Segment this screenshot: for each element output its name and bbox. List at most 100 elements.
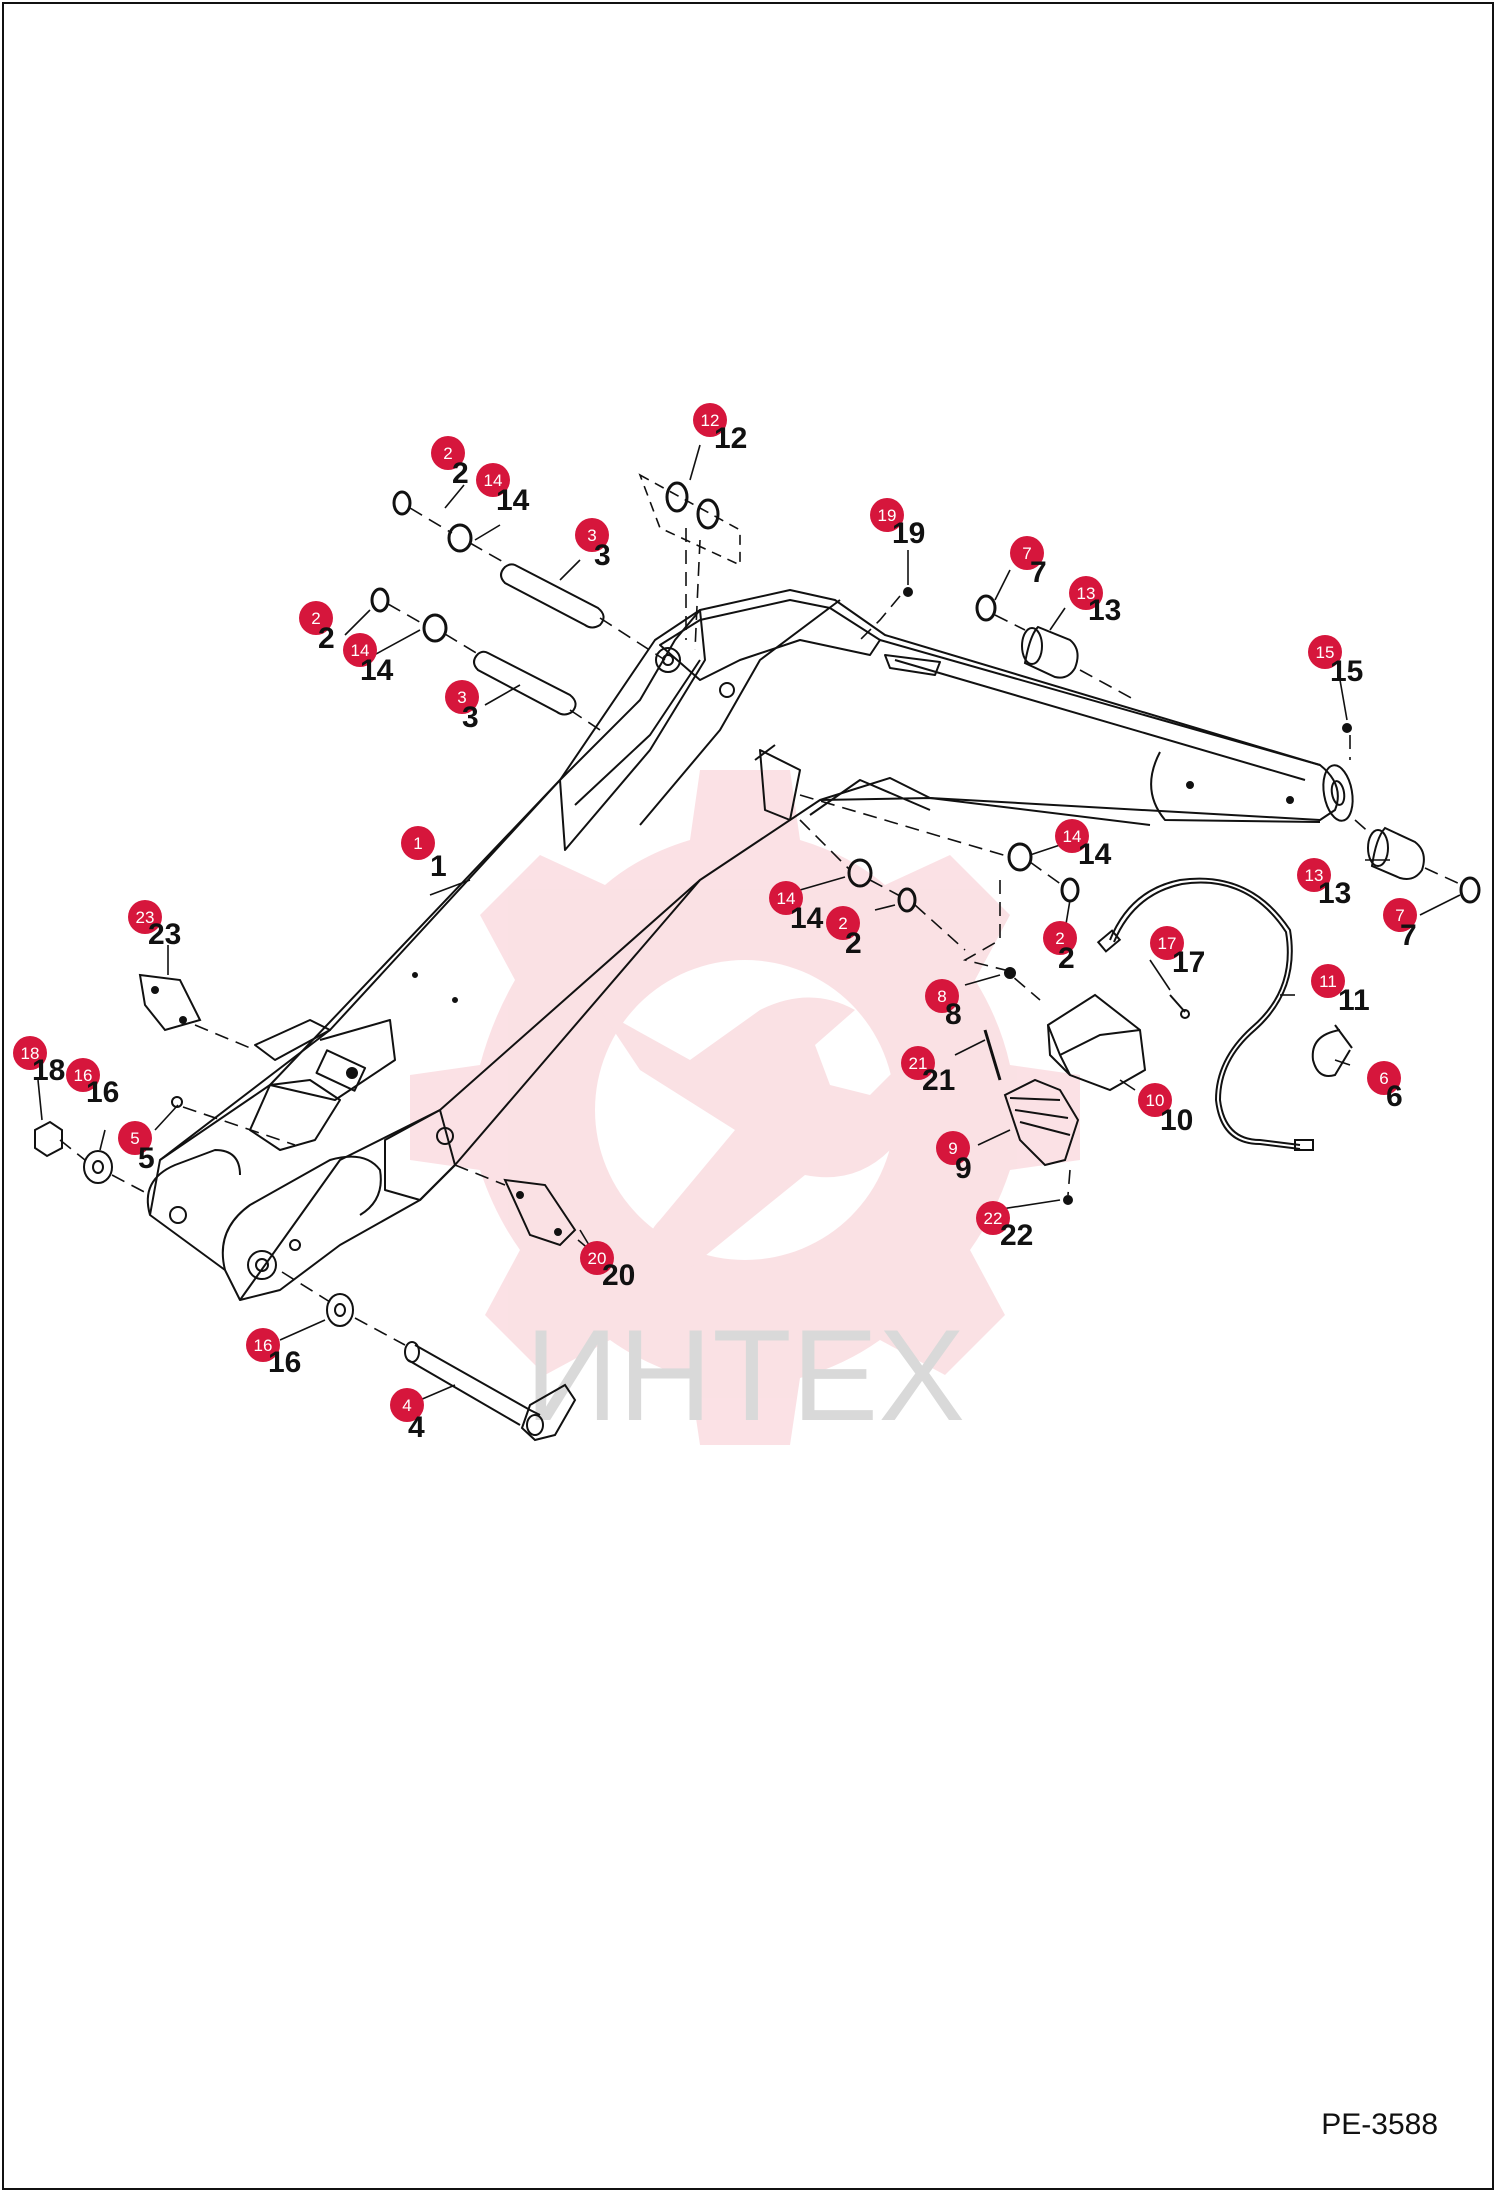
callout-badge-number: 19 (878, 506, 897, 525)
pin-3-upper (500, 563, 605, 629)
boom-arm (146, 589, 1354, 1301)
ring-2-upper-left (392, 490, 412, 516)
callout-badge-number: 14 (351, 641, 370, 660)
callout-number: 4 (408, 1411, 425, 1444)
callout-number: 23 (148, 918, 181, 951)
callout-badge-number: 2 (1055, 929, 1064, 948)
callout-number: 21 (922, 1064, 955, 1097)
callout-badge (401, 826, 435, 860)
callout-badge-number: 3 (457, 688, 466, 707)
callout-number: 7 (1400, 919, 1417, 952)
callout-number: 18 (32, 1054, 65, 1087)
callout-badge (246, 1328, 280, 1362)
callout-number: 14 (1078, 838, 1112, 871)
callout-badge (445, 680, 479, 714)
callout-badge (343, 633, 377, 667)
assembly-guide-lines (59, 473, 1463, 1346)
callout-number: 14 (360, 654, 394, 687)
nut-22 (1063, 1195, 1073, 1205)
watermark-gear-logo (410, 770, 1080, 1445)
callout-badge-number: 13 (1077, 584, 1096, 603)
callout-badge-number: 5 (130, 1129, 139, 1148)
callout-badge-number: 9 (948, 1139, 957, 1158)
callout-badge-number: 16 (74, 1066, 93, 1085)
callout-badge-number: 17 (1158, 934, 1177, 953)
callout-badge-number: 2 (838, 914, 847, 933)
callout-badge (580, 1241, 614, 1275)
callout-badge-number: 14 (1063, 827, 1082, 846)
washer-14-center (847, 858, 873, 888)
callout-number: 16 (86, 1076, 119, 1109)
pivot-pin-4 (404, 1341, 577, 1442)
ring-7-upper (975, 594, 997, 622)
callout-number: 17 (1172, 946, 1205, 979)
watermark-text: ИНТЕХ (525, 1302, 965, 1448)
callout-badge (13, 1036, 47, 1070)
callout-number: 20 (602, 1259, 635, 1292)
callout-badge-number: 3 (587, 526, 596, 545)
callout-badge (390, 1388, 424, 1422)
callout-badge-number: 18 (21, 1044, 40, 1063)
callout-2d: 22 (1043, 921, 1077, 975)
callout-number: 15 (1330, 655, 1363, 688)
callout-badge (118, 1121, 152, 1155)
callout-badge-number: 1 (413, 834, 422, 853)
callout-number: 3 (594, 539, 611, 572)
callout-number: 2 (845, 927, 862, 960)
washer-16-lower (326, 1293, 354, 1327)
callout-number: 6 (1386, 1080, 1403, 1113)
callout-badge (936, 1131, 970, 1165)
callout-badge-number: 8 (937, 987, 946, 1006)
shims-12 (665, 481, 720, 530)
callout-badge (1311, 964, 1345, 998)
callout-7a: 77 (1010, 536, 1047, 589)
callout-number: 14 (790, 902, 824, 935)
callout-badge-number: 2 (443, 444, 452, 463)
callout-badge (1043, 921, 1077, 955)
ring-2-mid-left (370, 587, 390, 613)
callout-badge (870, 498, 904, 532)
callout-badge (1138, 1083, 1172, 1117)
callout-badge-number: 6 (1379, 1069, 1388, 1088)
pin-3-lower (473, 650, 577, 716)
callout-number: 13 (1318, 877, 1351, 910)
callout-2c: 22 (826, 906, 862, 960)
callouts: 11 22 22 22 22 33 33 44 55 66 77 77 88 9… (13, 403, 1417, 1444)
callout-number: 2 (1058, 942, 1075, 975)
callout-badge (901, 1046, 935, 1080)
callout-badge-number: 20 (588, 1249, 607, 1268)
callout-4: 44 (390, 1388, 425, 1444)
ring-2-mid-right (1060, 877, 1080, 903)
callout-5: 55 (118, 1121, 155, 1175)
plate-20 (503, 1178, 577, 1247)
callout-badge (128, 900, 162, 934)
callout-badge (1383, 898, 1417, 932)
callout-badge (1150, 926, 1184, 960)
grease-fitting-15 (1342, 723, 1352, 733)
callout-badge-number: 12 (701, 411, 720, 430)
washer-16-left (83, 1150, 113, 1184)
ring-2-center (897, 887, 917, 913)
callout-badge-number: 21 (909, 1054, 928, 1073)
callout-number: 10 (1160, 1104, 1193, 1137)
callout-badge-number: 22 (984, 1209, 1003, 1228)
callout-number: 22 (1000, 1219, 1033, 1252)
callout-badge-number: 7 (1395, 906, 1404, 925)
callout-2a: 22 (431, 436, 469, 490)
work-light-9 (1003, 1078, 1080, 1167)
callout-badge (476, 463, 510, 497)
callout-badge-number: 15 (1316, 643, 1335, 662)
callout-badge (299, 601, 333, 635)
